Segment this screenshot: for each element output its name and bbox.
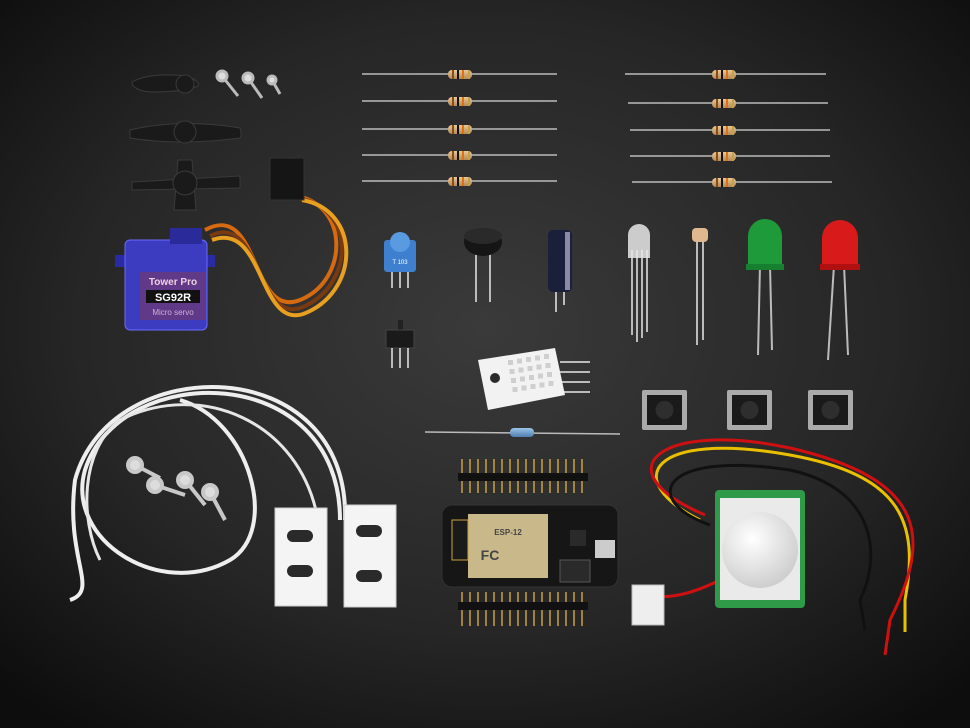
small-screws: [215, 69, 282, 99]
rgb-led: [628, 224, 650, 342]
red-led: [820, 220, 860, 361]
tactile-button: [642, 390, 687, 430]
servo-connector: [269, 157, 305, 201]
temperature-humidity-sensor: [478, 348, 590, 410]
trim-potentiometer: T 103: [384, 232, 416, 288]
resistor: [362, 125, 557, 134]
green-led: [746, 219, 784, 356]
resistor: [362, 151, 557, 160]
tactile-button: [808, 390, 853, 430]
pin-header: [458, 592, 588, 626]
resistor: [362, 97, 557, 106]
resistor: [362, 177, 557, 186]
servo-horns: [129, 74, 242, 211]
photocell: [692, 228, 708, 345]
resistor: [630, 152, 830, 161]
esp8266-feather-board: ESP-12 FC: [441, 459, 619, 626]
pot-marking: T 103: [392, 260, 408, 266]
resistor: [630, 126, 830, 135]
resistor: [632, 178, 832, 187]
magnetic-door-switch: [69, 385, 397, 608]
pir-motion-sensor: [631, 438, 915, 656]
electrolytic-capacitor: [548, 230, 572, 312]
mounting-screws: [126, 456, 227, 521]
resistor: [362, 70, 557, 79]
resistor: [625, 70, 826, 79]
servo-model: SG92R: [155, 292, 191, 304]
tactile-buttons: [642, 390, 853, 430]
tactile-button: [727, 390, 772, 430]
fcc-logo: FC: [481, 547, 500, 563]
slide-switch: [385, 320, 415, 368]
pin-header: [458, 459, 588, 493]
resistor-blue: [424, 428, 621, 437]
micro-servo: Tower Pro SG92R Micro servo: [115, 157, 349, 331]
wifi-module-marking: ESP-12: [494, 528, 522, 537]
resistor: [628, 99, 828, 108]
servo-brand: Tower Pro: [149, 277, 197, 288]
servo-type: Micro servo: [152, 308, 194, 317]
resistors: [362, 70, 832, 187]
jst-connector: [631, 584, 665, 626]
piezo-buzzer: [464, 228, 502, 302]
